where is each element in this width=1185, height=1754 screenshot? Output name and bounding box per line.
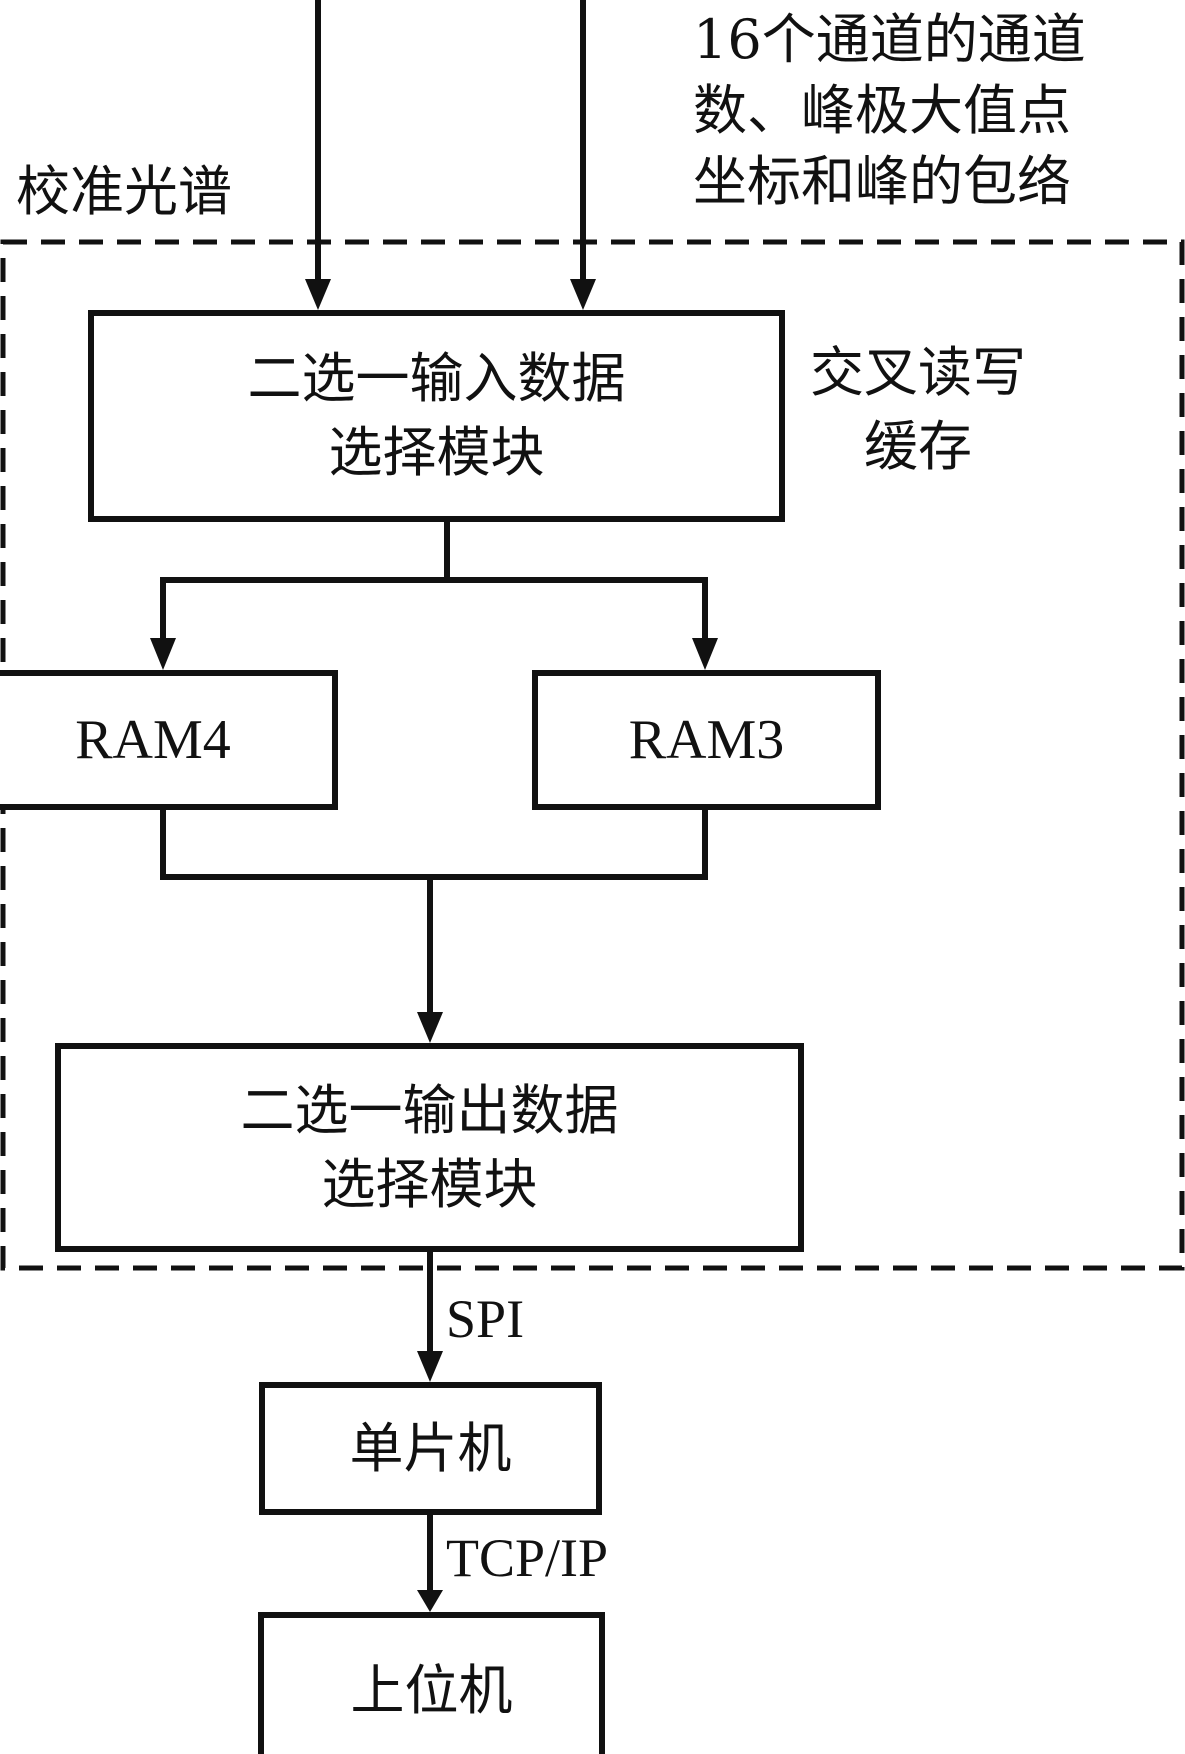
ram3-block: RAM3 xyxy=(532,670,881,810)
ram3-label: RAM3 xyxy=(628,709,785,771)
input-selector-block: 二选一输入数据 选择模块 xyxy=(88,310,785,522)
cross-rw-cache-line-1: 交叉读写 xyxy=(810,341,1026,404)
merge-wire xyxy=(160,810,708,880)
host-arrowhead xyxy=(417,1590,443,1612)
tcpip-label: TCP/IP xyxy=(446,1528,609,1588)
output-selector-block: 二选一输出数据 选择模块 xyxy=(55,1043,804,1252)
input-selector-line-1: 二选一输入数据 xyxy=(247,347,626,410)
spi-label: SPI xyxy=(446,1289,525,1349)
input-selector-line-2: 选择模块 xyxy=(328,421,545,484)
calib-arrowhead xyxy=(305,279,331,310)
mcu-arrowhead xyxy=(417,1351,443,1382)
ram4-arrowhead xyxy=(150,638,176,670)
cross-rw-cache-line-2: 缓存 xyxy=(864,415,972,478)
peak-arrowhead xyxy=(570,279,596,310)
ram3-arrowhead xyxy=(692,638,718,670)
peak-info-line-1: 16个通道的通道 xyxy=(693,8,1086,71)
calib-spectrum-label: 校准光谱 xyxy=(16,160,232,223)
mcu-label: 单片机 xyxy=(349,1416,512,1480)
host-block: 上位机 xyxy=(258,1612,605,1754)
peak-info-line-2: 数、峰极大值点 xyxy=(693,79,1071,142)
ram4-block: RAM4 xyxy=(0,670,338,810)
ram4-label: RAM4 xyxy=(75,709,231,771)
output-selector-line-2: 选择模块 xyxy=(321,1152,538,1216)
output-selector-arrowhead xyxy=(417,1012,443,1043)
mcu-block: 单片机 xyxy=(259,1382,602,1515)
host-label: 上位机 xyxy=(350,1659,513,1722)
output-selector-line-1: 二选一输出数据 xyxy=(240,1078,619,1142)
peak-info-label: 16个通道的通道 数、峰极大值点 坐标和峰的包络 xyxy=(693,4,1086,217)
peak-info-line-3: 坐标和峰的包络 xyxy=(693,150,1071,213)
split-wire xyxy=(160,577,708,640)
cross-rw-cache-label: 交叉读写 缓存 xyxy=(810,336,1026,484)
